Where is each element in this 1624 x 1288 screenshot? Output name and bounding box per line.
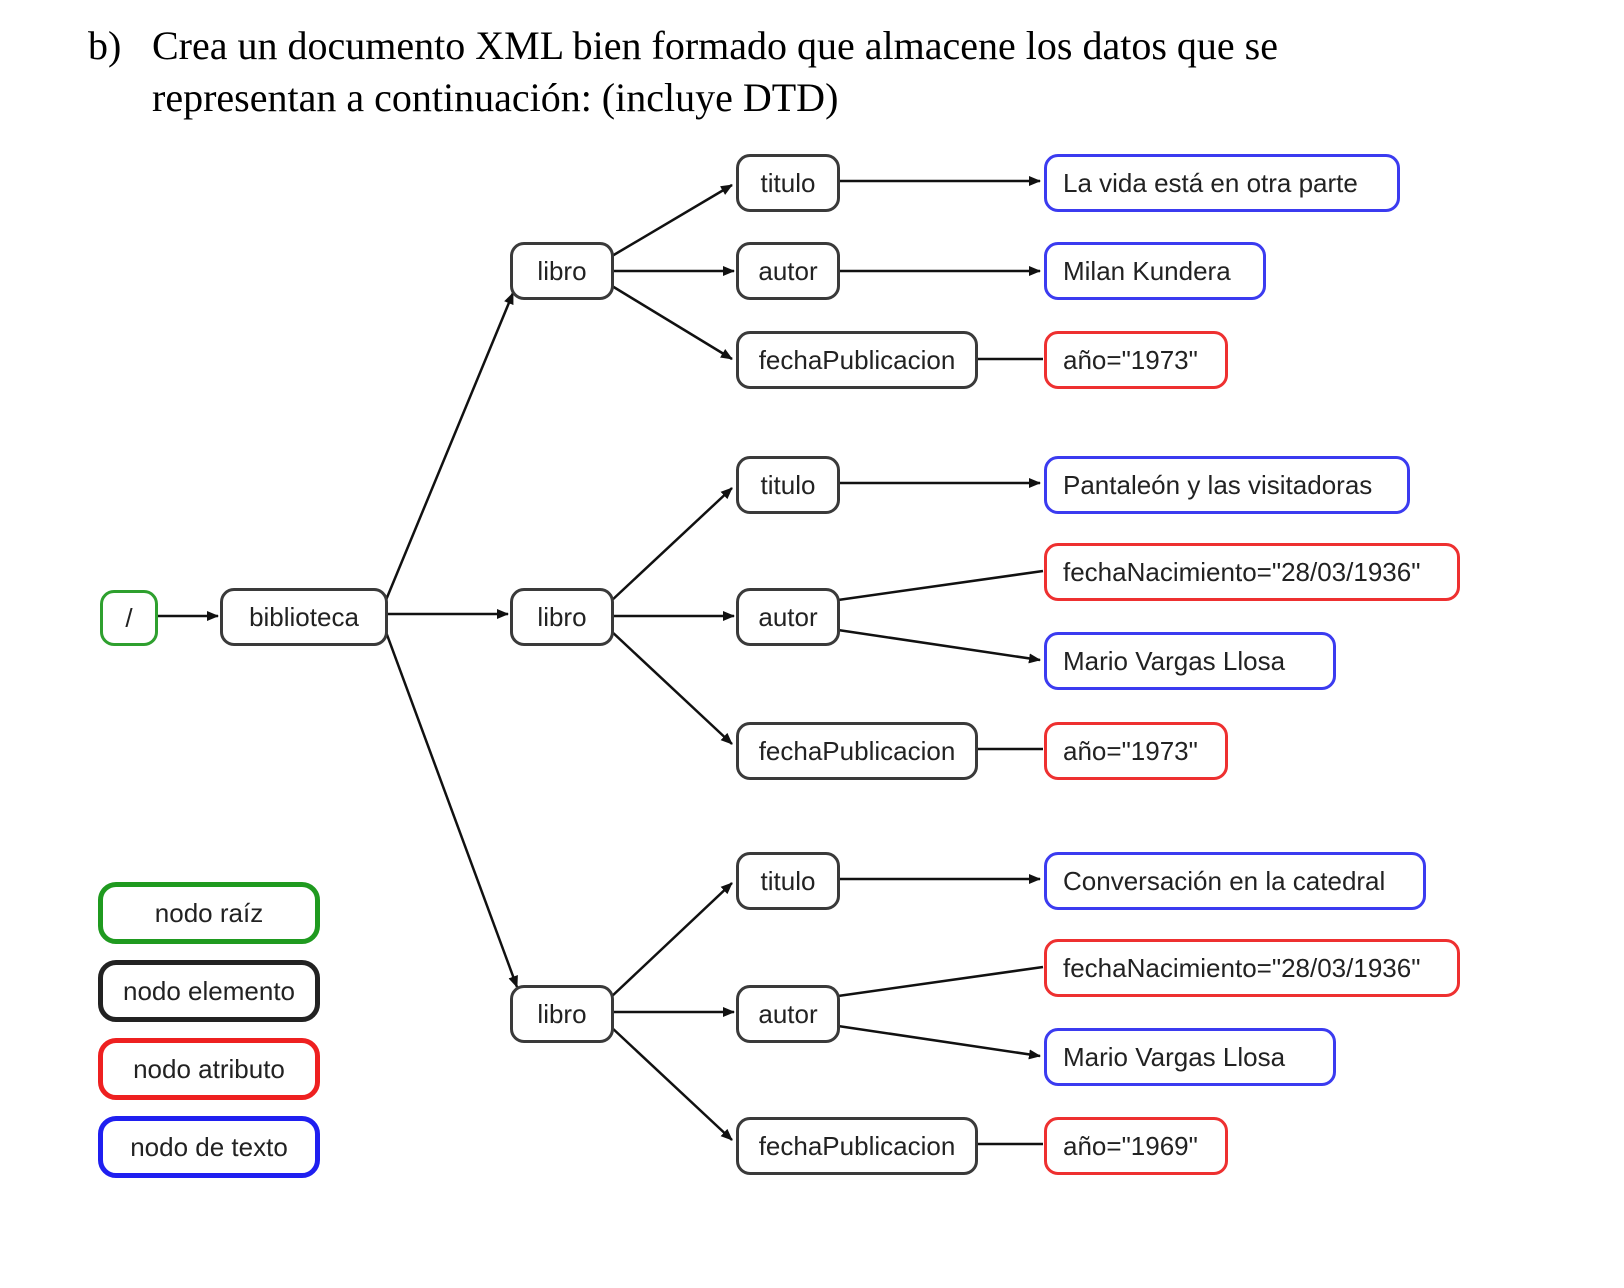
legend-element-node: nodo elemento: [98, 960, 320, 1022]
titulo-node-2: titulo: [736, 456, 840, 514]
edge-biblioteca-libro1: [384, 292, 515, 601]
autor-node-2: autor: [736, 588, 840, 646]
attr-node-anio-2: año="1973": [1044, 722, 1228, 780]
autor-node-1: autor: [736, 242, 840, 300]
edge-biblioteca-libro3: [384, 631, 519, 988]
fecha-publicacion-node-3: fechaPublicacion: [736, 1117, 978, 1175]
libro-node-1: libro: [510, 242, 614, 300]
titulo-node-3: titulo: [736, 852, 840, 910]
edge-libro1-fecha1: [611, 284, 733, 361]
legend-text-node: nodo de texto: [98, 1116, 320, 1178]
edge-autor2-attr: [837, 569, 1044, 602]
attr-node-anio-3: año="1969": [1044, 1117, 1228, 1175]
legend-attribute-node: nodo atributo: [98, 1038, 320, 1100]
attr-node-fecha-nacimiento-2: fechaNacimiento="28/03/1936": [1044, 543, 1460, 601]
edge-autor2-text: [837, 628, 1041, 664]
attr-node-fecha-nacimiento-3: fechaNacimiento="28/03/1936": [1044, 939, 1460, 997]
edge-libro2-titulo2: [609, 487, 733, 603]
edge-libro2-fecha2: [609, 629, 733, 745]
edge-autor3-attr: [837, 965, 1044, 998]
edge-libro3-titulo3: [609, 882, 733, 999]
legend-root-node: nodo raíz: [98, 882, 320, 944]
fecha-publicacion-node-2: fechaPublicacion: [736, 722, 978, 780]
text-node-titulo-2: Pantaleón y las visitadoras: [1044, 456, 1410, 514]
fecha-publicacion-node-1: fechaPublicacion: [736, 331, 978, 389]
autor-node-3: autor: [736, 985, 840, 1043]
biblioteca-node: biblioteca: [220, 588, 388, 646]
text-node-autor-3: Mario Vargas Llosa: [1044, 1028, 1336, 1086]
edge-libro1-titulo1: [611, 183, 733, 258]
text-node-titulo-1: La vida está en otra parte: [1044, 154, 1400, 212]
edge-libro3-fecha3: [609, 1025, 733, 1141]
edge-autor3-text: [837, 1024, 1041, 1060]
question-text: Crea un documento XML bien formado que a…: [152, 23, 1278, 120]
text-node-titulo-3: Conversación en la catedral: [1044, 852, 1426, 910]
question-label: b): [88, 23, 122, 68]
text-node-autor-2: Mario Vargas Llosa: [1044, 632, 1336, 690]
libro-node-3: libro: [510, 985, 614, 1043]
titulo-node-1: titulo: [736, 154, 840, 212]
attr-node-anio-1: año="1973": [1044, 331, 1228, 389]
libro-node-2: libro: [510, 588, 614, 646]
root-node: /: [100, 590, 158, 646]
text-node-autor-1: Milan Kundera: [1044, 242, 1266, 300]
